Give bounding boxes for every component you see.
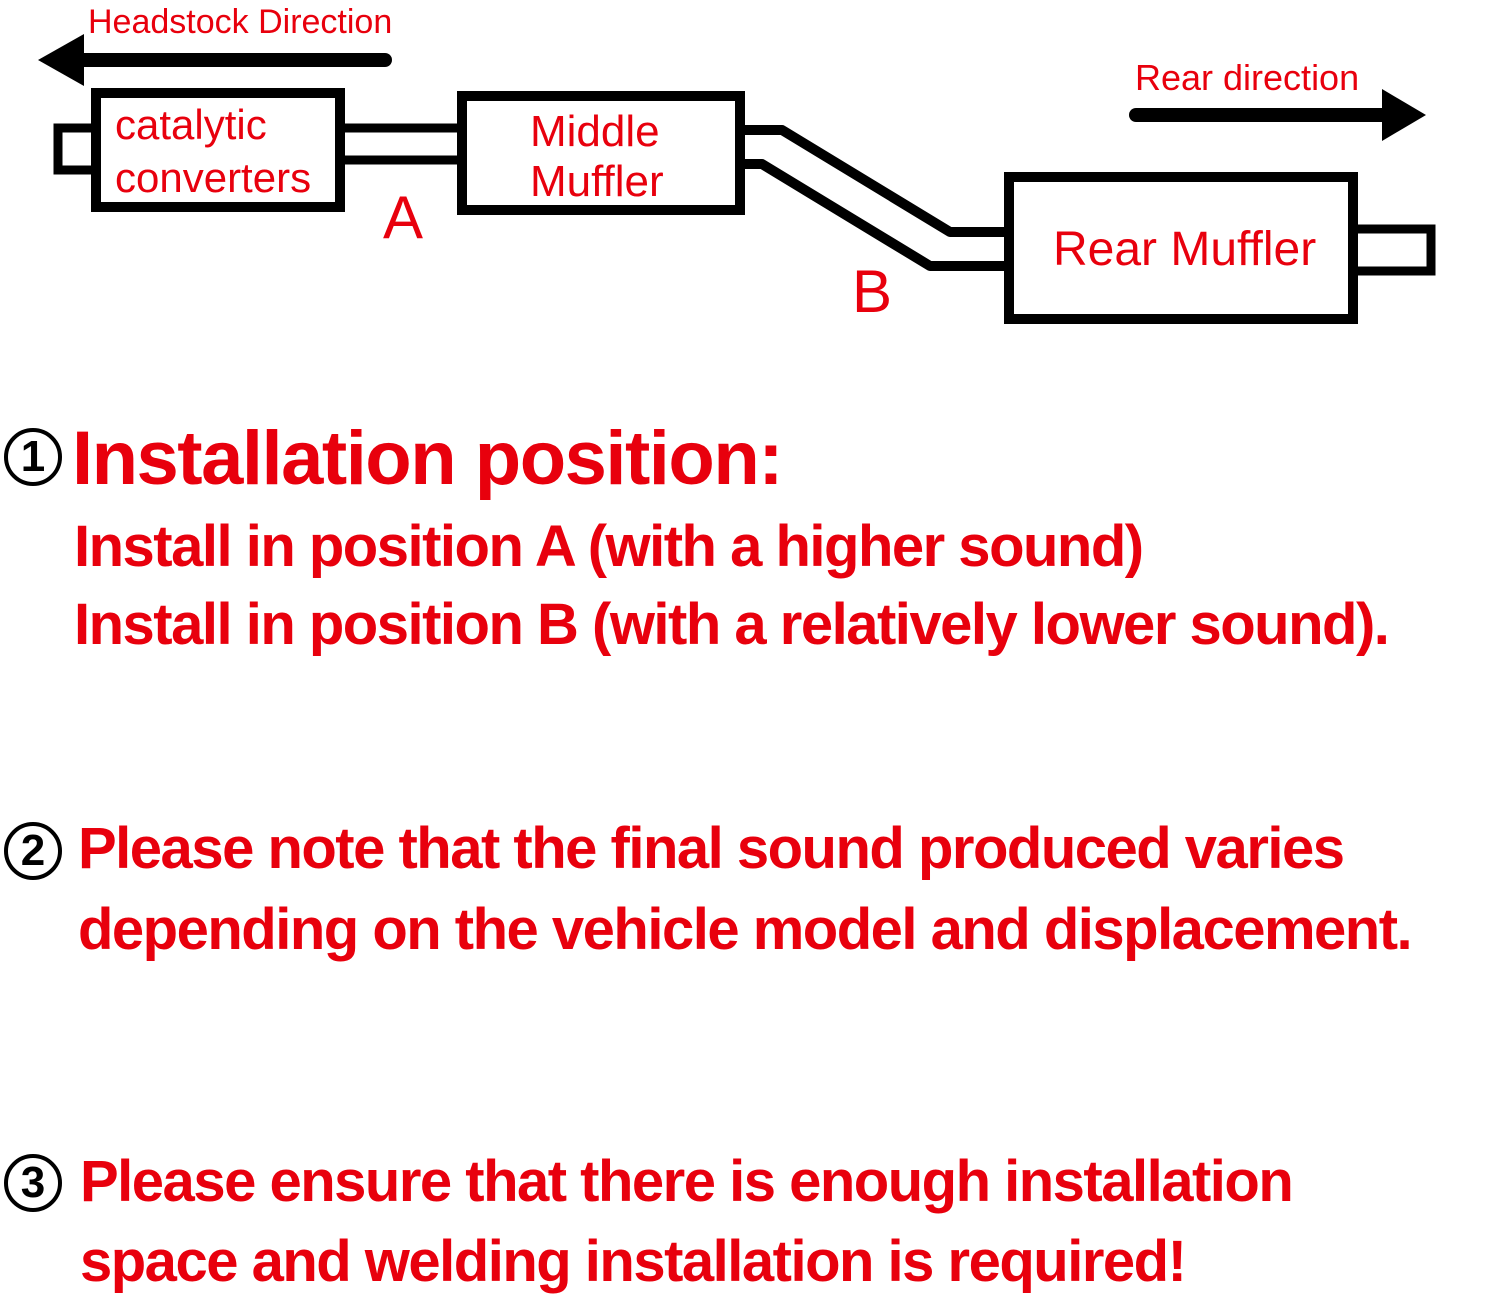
catalytic-label-line1: catalytic bbox=[115, 101, 267, 148]
note-2-line-1: Please note that the final sound produce… bbox=[78, 816, 1345, 881]
rear-muffler-box bbox=[1004, 172, 1358, 324]
rear-arrow-icon bbox=[1129, 89, 1426, 141]
note-1-number-badge: 1 bbox=[4, 428, 62, 486]
note-2-number-badge: 2 bbox=[4, 822, 62, 880]
exhaust-diagram: Headstock Direction Rear direction catal… bbox=[38, 3, 1436, 325]
note-3-line-2: space and welding installation is requir… bbox=[80, 1229, 1187, 1294]
note-1-line-1: Install in position A (with a higher sou… bbox=[74, 514, 1144, 579]
pipe-a bbox=[340, 123, 462, 165]
tail-pipe bbox=[1348, 224, 1436, 276]
note-2-line-2: depending on the vehicle model and displ… bbox=[78, 897, 1413, 962]
note-1-line-2: Install in position B (with a relatively… bbox=[74, 592, 1390, 657]
position-b-label: B bbox=[852, 258, 892, 325]
headstock-arrow-icon bbox=[38, 34, 392, 86]
rear-direction-label: Rear direction bbox=[1135, 57, 1359, 98]
pipe-b bbox=[740, 125, 1010, 271]
note-3-line-1: Please ensure that there is enough insta… bbox=[80, 1149, 1294, 1214]
note-1-title: Installation position: bbox=[72, 416, 784, 501]
catalytic-converter-box bbox=[91, 88, 345, 212]
middle-muffler-label-line2: Muffler bbox=[530, 157, 664, 206]
headstock-direction-label: Headstock Direction bbox=[88, 3, 392, 41]
note-3-number-badge: 3 bbox=[4, 1154, 62, 1212]
rear-muffler-label: Rear Muffler bbox=[1053, 223, 1316, 276]
catalytic-label-line2: converters bbox=[115, 154, 311, 201]
middle-muffler-box bbox=[457, 91, 745, 215]
middle-muffler-label-line1: Middle bbox=[530, 107, 660, 156]
position-a-label: A bbox=[383, 184, 423, 251]
